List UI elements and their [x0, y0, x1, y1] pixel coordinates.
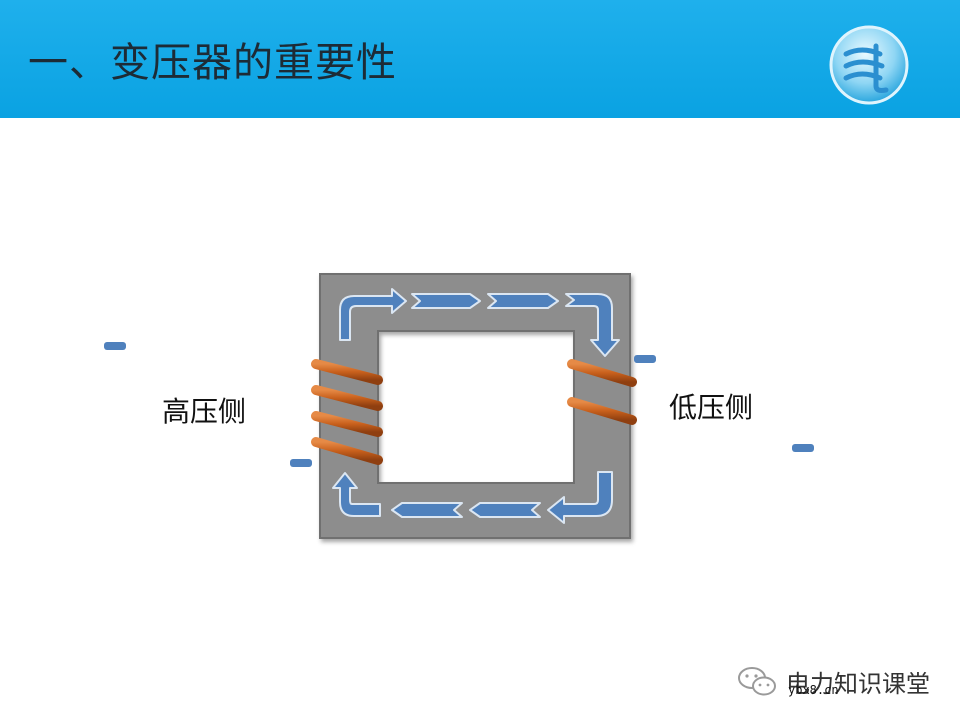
flux-arrow-top-2: [487, 293, 559, 309]
flux-arrow-top-right-corner: [565, 293, 620, 357]
flux-arrow-top-1: [411, 293, 481, 309]
logo-icon: [829, 25, 909, 105]
flux-arrow-bottom-2: [391, 502, 463, 518]
watermark: 电力知识课堂 ybx8.cn: [736, 662, 946, 702]
flux-arrow-bottom-1: [469, 502, 541, 518]
magnetic-flux-arrows: [332, 288, 620, 524]
header-bar: 一、变压器的重要性: [0, 0, 960, 118]
high-voltage-leads: [79, 341, 385, 468]
page-title: 一、变压器的重要性: [28, 40, 397, 86]
flux-arrow-bottom-left-corner: [332, 472, 381, 517]
wechat-icon: [738, 667, 776, 696]
high-voltage-winding: [311, 359, 383, 465]
low-voltage-side-label: 低压侧: [669, 391, 754, 424]
flux-arrow-bottom-right-corner: [547, 471, 613, 524]
watermark-site: ybx8.cn: [788, 683, 839, 697]
watermark-name: 电力知识课堂: [786, 670, 930, 698]
low-voltage-leads: [565, 354, 823, 453]
high-voltage-side-label: 高压侧: [162, 395, 247, 428]
low-voltage-winding: [567, 359, 637, 425]
flux-arrow-top-left-corner: [339, 288, 407, 341]
